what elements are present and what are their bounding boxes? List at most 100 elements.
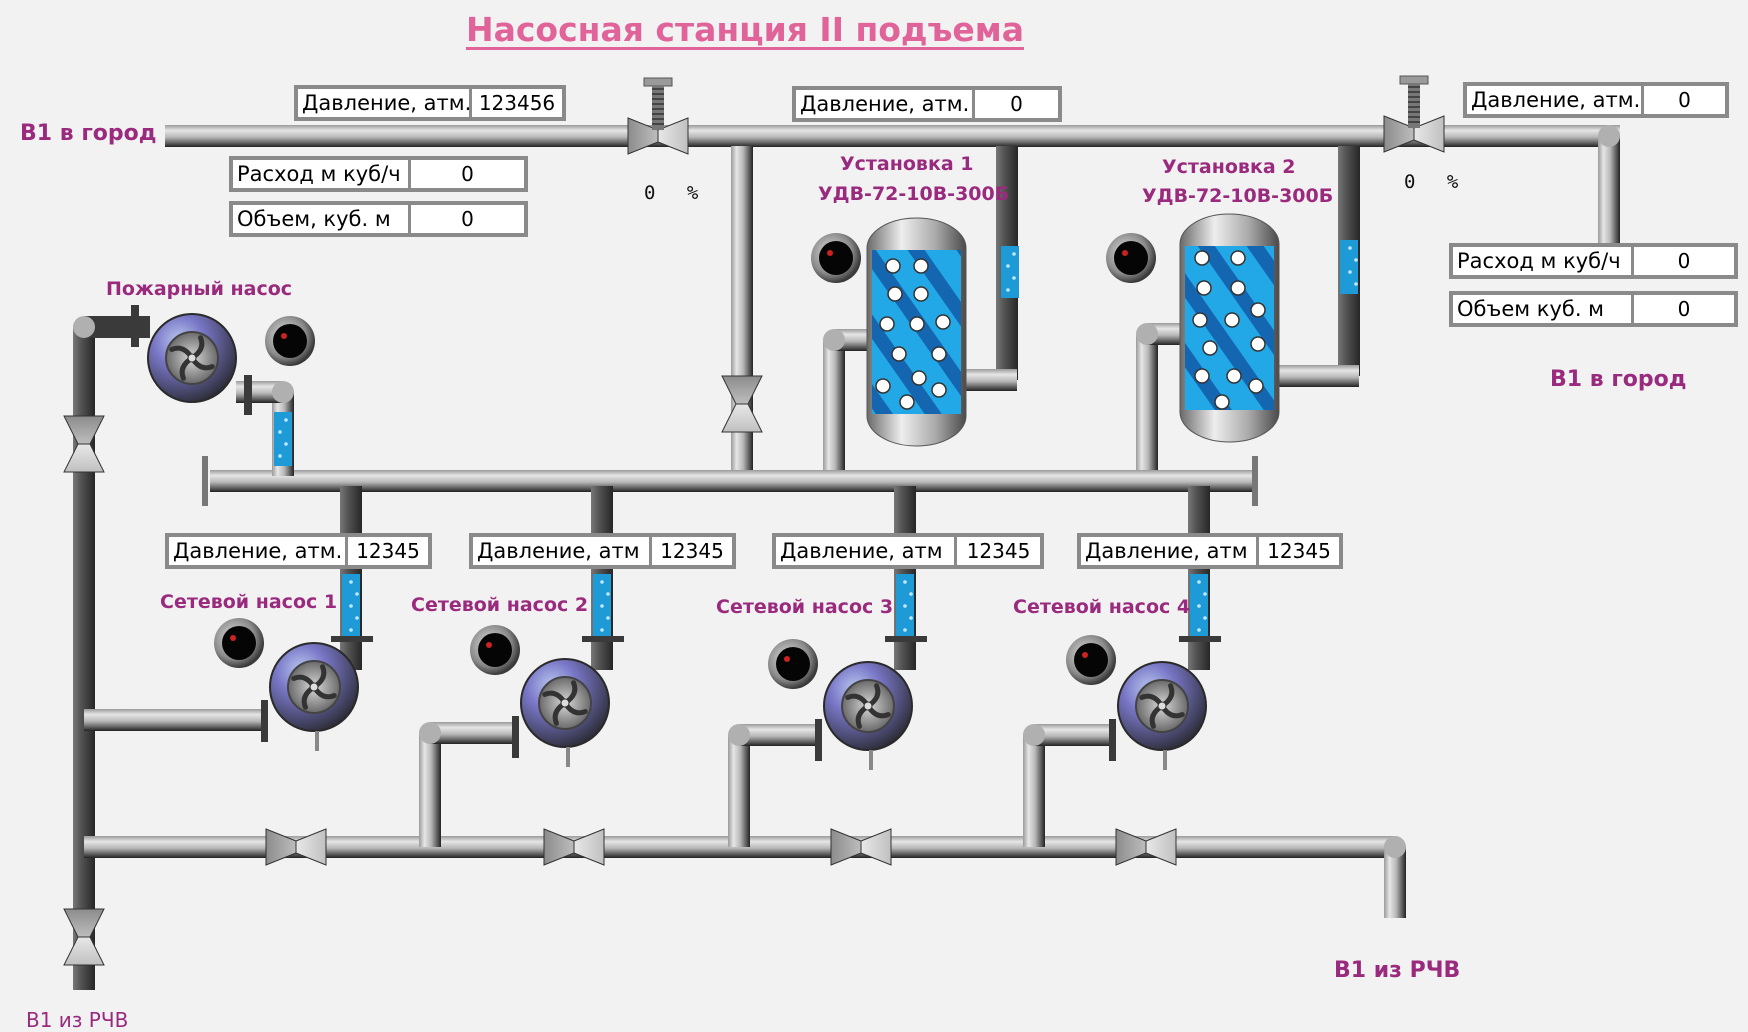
pump4-status-lamp[interactable] bbox=[1066, 635, 1116, 685]
filter-bubble bbox=[1226, 368, 1242, 384]
unit2-model: УДВ-72-10В-300Б bbox=[1142, 185, 1334, 207]
pump2-suction-riser bbox=[419, 733, 441, 847]
bubble bbox=[1012, 276, 1016, 280]
pump3-status-lamp[interactable] bbox=[768, 639, 818, 689]
bubble bbox=[1348, 270, 1352, 274]
valve-right-half bbox=[860, 828, 892, 866]
network-pump-4[interactable] bbox=[1117, 661, 1207, 751]
lamp-light bbox=[827, 250, 833, 256]
stem-thread bbox=[652, 88, 664, 90]
filter-bubble bbox=[931, 382, 947, 398]
suction-valve-2[interactable] bbox=[543, 828, 605, 866]
bubble bbox=[349, 580, 353, 584]
fire-pump-flow-indicator bbox=[274, 412, 292, 466]
valve-right-opening: 0 bbox=[1404, 171, 1416, 193]
filter-bubble bbox=[1192, 312, 1208, 328]
volume-field-outlet: Объем, куб. м 0 bbox=[229, 201, 528, 237]
bypass-valve[interactable] bbox=[721, 375, 763, 433]
bubble bbox=[284, 418, 288, 422]
filter-bubble bbox=[935, 314, 951, 330]
pressure-field-middle: Давление, атм. 0 bbox=[792, 86, 1062, 122]
pressure-value[interactable]: 12345 bbox=[957, 537, 1040, 565]
pump1-status-lamp[interactable] bbox=[214, 618, 264, 668]
pipe-elbow bbox=[272, 381, 294, 403]
pipe-elbow bbox=[728, 724, 750, 746]
inlet-valve-left[interactable] bbox=[63, 908, 105, 966]
actuator-cap bbox=[1399, 75, 1429, 85]
bubble bbox=[278, 454, 282, 458]
network-pump-3[interactable] bbox=[823, 661, 913, 751]
pressure-value[interactable]: 123456 bbox=[472, 89, 562, 117]
pump1-name: Сетевой насос 1 bbox=[160, 591, 338, 613]
pressure-label: Давление, атм bbox=[776, 537, 954, 565]
bubble bbox=[903, 628, 907, 632]
pressure-value[interactable]: 0 bbox=[1644, 86, 1725, 114]
pump2-discharge-flange bbox=[582, 636, 624, 642]
valve-left-unit: % bbox=[686, 182, 699, 204]
collector-end-cap bbox=[202, 456, 208, 506]
pressure-value[interactable]: 12345 bbox=[1259, 537, 1339, 565]
pressure-label: Давление, атм. bbox=[796, 90, 972, 118]
stem-thread bbox=[652, 108, 664, 110]
unit2-inlet-riser bbox=[1136, 334, 1158, 476]
pump1-discharge-flange bbox=[331, 636, 373, 642]
pump2-status-lamp[interactable] bbox=[470, 625, 520, 675]
valve-left-half bbox=[543, 828, 575, 866]
flow-value[interactable]: 0 bbox=[411, 160, 524, 188]
control-valve-right[interactable] bbox=[1383, 75, 1445, 153]
filter-bubble bbox=[887, 286, 903, 302]
pump3-name: Сетевой насос 3 bbox=[716, 596, 894, 618]
filter-bubble bbox=[913, 258, 929, 274]
bubble bbox=[909, 616, 913, 620]
valve-left-readout: 0 % bbox=[644, 182, 698, 204]
network-pump-2[interactable] bbox=[520, 658, 610, 748]
impeller-hub bbox=[1157, 701, 1167, 711]
pump1-suction-pipe bbox=[84, 709, 266, 731]
flow-value[interactable]: 0 bbox=[1634, 247, 1734, 275]
valve-right-unit: % bbox=[1446, 171, 1459, 193]
pressure-value[interactable]: 12345 bbox=[348, 537, 428, 565]
pump2-pressure-field: Давление, атм 12345 bbox=[469, 533, 736, 569]
suction-valve-3[interactable] bbox=[830, 828, 892, 866]
valve-top-half bbox=[63, 415, 105, 445]
unit1-status-lamp[interactable] bbox=[811, 233, 861, 283]
valve-left-half bbox=[1115, 828, 1147, 866]
filter-bubble bbox=[909, 316, 925, 332]
valve-bottom-half bbox=[721, 403, 763, 433]
pressure-value[interactable]: 0 bbox=[975, 90, 1058, 118]
volume-value[interactable]: 0 bbox=[411, 205, 524, 233]
pump2-flow-indicator bbox=[593, 574, 611, 636]
water-segment bbox=[1340, 240, 1358, 294]
stem-thread bbox=[1408, 111, 1420, 113]
pump3-flow-indicator bbox=[896, 574, 914, 636]
valve-bottom-half bbox=[63, 936, 105, 966]
fire-pump-status-lamp[interactable] bbox=[265, 316, 315, 366]
control-valve-left[interactable] bbox=[627, 77, 689, 155]
bubble bbox=[1354, 258, 1358, 262]
pressure-value[interactable]: 12345 bbox=[652, 537, 732, 565]
pump1-pressure-field: Давление, атм. 12345 bbox=[165, 533, 432, 569]
filter-bubble bbox=[931, 346, 947, 362]
pump2-drain bbox=[566, 747, 570, 767]
page-title: Насосная станция II подъема bbox=[465, 10, 1025, 49]
network-pump-1[interactable] bbox=[269, 642, 359, 732]
bubble bbox=[1012, 252, 1016, 256]
impeller-hub bbox=[863, 701, 873, 711]
suction-valve-4[interactable] bbox=[1115, 828, 1177, 866]
pump2-suction-flange bbox=[512, 716, 519, 758]
valve-left-half bbox=[265, 828, 297, 866]
unit2-status-lamp[interactable] bbox=[1106, 233, 1156, 283]
label-city-left: В1 в город bbox=[20, 121, 157, 146]
unit1-model: УДВ-72-10В-300Б bbox=[818, 183, 1010, 205]
stem-thread bbox=[652, 93, 664, 95]
suction-valve-1[interactable] bbox=[265, 828, 327, 866]
stem-thread bbox=[652, 103, 664, 105]
fire-pump[interactable] bbox=[147, 313, 237, 403]
valve-top-half bbox=[721, 375, 763, 405]
stem-thread bbox=[652, 98, 664, 100]
lamp-light bbox=[784, 656, 790, 662]
volume-value[interactable]: 0 bbox=[1634, 295, 1734, 323]
pump2-name: Сетевой насос 2 bbox=[411, 594, 589, 616]
fire-pump-valve[interactable] bbox=[63, 415, 105, 473]
lamp-lens bbox=[478, 633, 512, 667]
